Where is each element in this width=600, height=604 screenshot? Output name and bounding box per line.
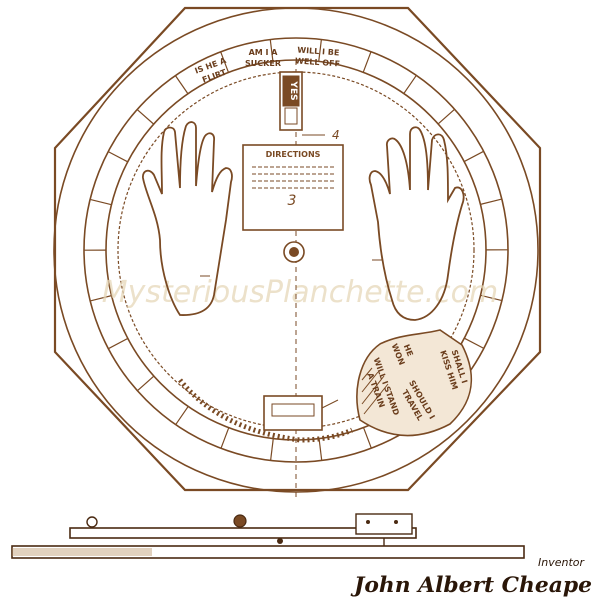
directions-card: DIRECTIONS 3 (243, 145, 343, 230)
segment-divider (90, 199, 111, 204)
pointer-yes-label: YES (288, 80, 298, 100)
elevation-knob-left (87, 517, 97, 527)
segment-divider (438, 109, 454, 124)
inventor-signature: John Albert Cheape (350, 572, 592, 597)
yes-pointer: YES (280, 72, 302, 130)
segment-label-flirt: IS HE A FLIRT (194, 56, 232, 86)
elevation-knob-center (234, 515, 246, 527)
segment-divider (137, 110, 153, 125)
svg-text:WILL I BE: WILL I BE (297, 46, 340, 58)
segment-divider (221, 428, 229, 449)
segment-divider (404, 75, 416, 93)
segment-divider (137, 376, 153, 391)
elevation-block (356, 514, 412, 534)
segment-divider (319, 439, 322, 461)
ref-numeral-3: 3 (288, 193, 297, 209)
segment-label-well-off: WILL I BE WELL OFF (295, 45, 341, 68)
segment-divider (175, 76, 188, 94)
segment-divider (464, 338, 483, 348)
side-elevation (12, 514, 524, 558)
segment-divider (271, 439, 274, 461)
svg-text:SUCKER: SUCKER (245, 59, 281, 68)
hand-arrows (200, 260, 382, 276)
segment-divider (108, 152, 127, 162)
segment-divider (364, 428, 372, 449)
segment-divider (363, 52, 371, 73)
segment-divider (480, 199, 501, 204)
top-segment-labels: IS HE A FLIRT AM I A SUCKER WILL I BE WE… (194, 45, 342, 85)
elevation-foot (277, 538, 283, 544)
center-pivot (284, 242, 304, 262)
inventor-label: Inventor (538, 556, 586, 569)
segment-divider (464, 151, 483, 161)
segment-label-sucker: AM I A SUCKER (245, 48, 281, 68)
svg-text:WELL OFF: WELL OFF (295, 56, 341, 68)
svg-text:AM I A: AM I A (249, 48, 279, 57)
bottom-bracket (264, 396, 338, 430)
ref-numeral-4: 4 (332, 128, 340, 142)
segment-divider (108, 338, 127, 348)
directions-title: DIRECTIONS (266, 150, 321, 159)
segment-divider (176, 406, 188, 424)
